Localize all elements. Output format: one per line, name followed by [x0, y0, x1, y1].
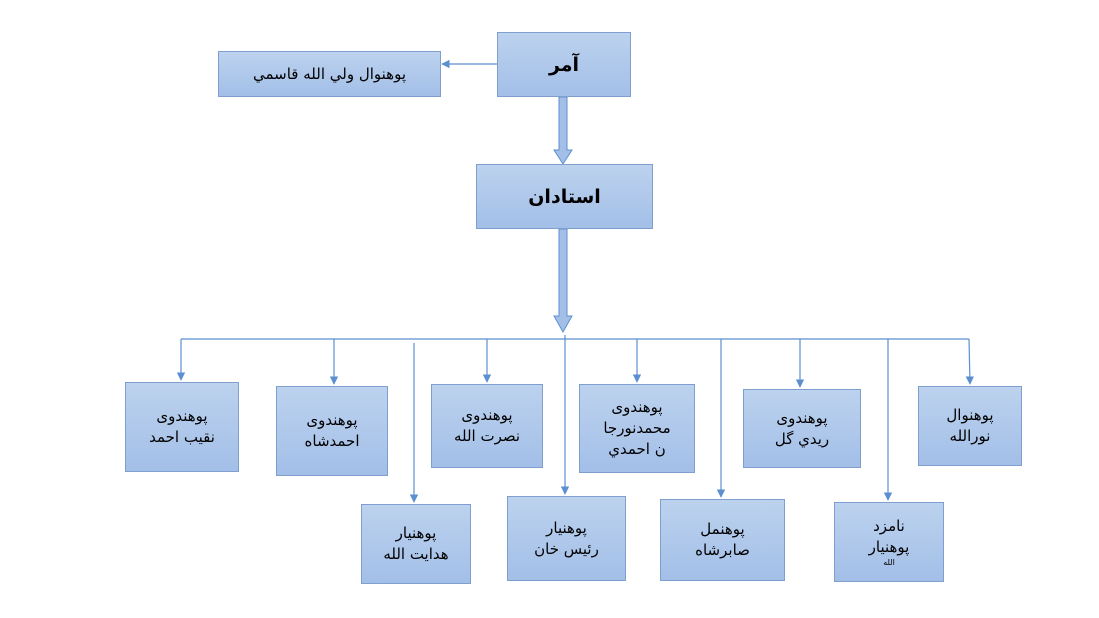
middle-title: استادان: [528, 185, 601, 208]
member-box: پوهنمل صابرشاه: [660, 499, 785, 581]
member-box: پوهندوی محمدنورجا ن احمدي: [579, 384, 695, 473]
member-box: پوهندوی نقيب احمد: [125, 382, 239, 472]
member-line: نورالله: [949, 427, 991, 445]
member-line: محمدنورجا: [603, 419, 671, 437]
member-line: پوهنيار: [546, 518, 587, 537]
advisor-name: پوهنوال ولي الله قاسمي: [252, 64, 407, 83]
member-box: پوهنيار رئيس خان: [507, 496, 626, 581]
member-line: نصرت الله: [453, 427, 521, 445]
member-line: هدايت الله: [383, 545, 449, 563]
connector-middle-bus: [553, 228, 573, 334]
member-line: صابرشاه: [695, 541, 750, 559]
member-box: پوهندوی نصرت الله: [431, 384, 543, 468]
member-box: پوهندوی احمدشاه: [276, 386, 388, 476]
connector-drop: [965, 338, 975, 385]
member-line: ن احمدي: [608, 440, 666, 458]
member-line: نامزد: [873, 517, 905, 535]
member-line: پوهندوی: [611, 398, 663, 416]
member-line: پوهندوی: [156, 407, 208, 425]
member-line: رئيس خان: [534, 539, 599, 558]
member-line: پوهنمل: [700, 520, 745, 538]
member-line: احمدشاه: [304, 432, 360, 450]
member-line: پوهندوی: [461, 406, 513, 424]
head-box: آمر: [497, 32, 631, 97]
member-line: پوهنوال: [946, 406, 994, 424]
member-box: پوهنوال نورالله: [918, 386, 1022, 466]
member-box: پوهنيار هدايت الله: [361, 504, 471, 584]
advisor-box: پوهنوال ولي الله قاسمي: [218, 51, 441, 97]
member-box: نامزد پوهنيار الله: [834, 502, 944, 582]
member-box: پوهندوی ريدي گل: [743, 389, 861, 468]
middle-box: استادان: [476, 164, 653, 229]
member-line: ريدي گل: [774, 429, 830, 448]
member-line: پوهنيار: [395, 524, 437, 542]
member-line: پوهندوی: [306, 411, 358, 429]
member-line: نقيب احمد: [149, 428, 215, 446]
member-line: الله: [883, 558, 895, 567]
member-line: پوهندوی: [776, 408, 828, 427]
member-line: پوهنيار: [868, 538, 910, 556]
head-title: آمر: [548, 53, 580, 76]
connector-head-middle: [553, 96, 573, 165]
